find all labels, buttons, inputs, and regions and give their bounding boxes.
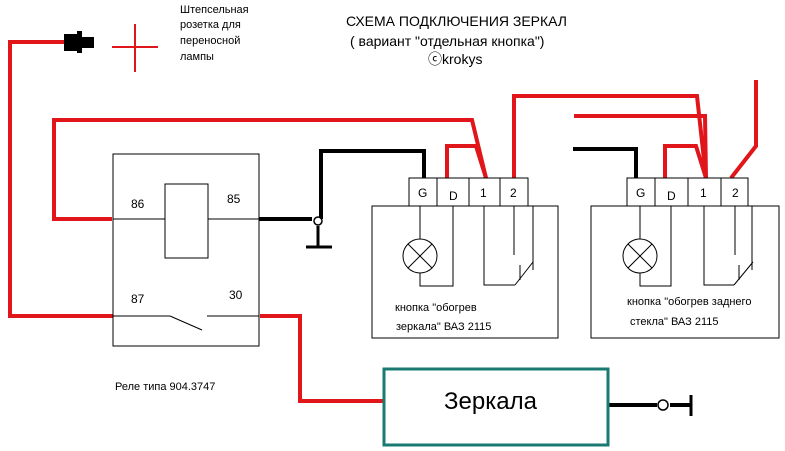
socket-note-line4: лампы: [180, 51, 214, 63]
switch-icon: [703, 206, 754, 286]
button-1-label-line1: кнопка "обогрев: [395, 302, 477, 314]
red-wires: [8, 40, 758, 403]
plus-sign-icon: [112, 24, 158, 72]
title-line1: СХЕМА ПОДКЛЮЧЕНИЯ ЗЕРКАЛ: [346, 13, 567, 29]
button-2-pin-d: D: [667, 189, 676, 203]
ground-icon: [657, 395, 693, 416]
copyright: ⓒkrokys: [428, 51, 482, 67]
button-1: G D 1 2 кнопка "обогрев зеркала" ВАЗ 211…: [371, 177, 559, 339]
button-2-label-line1: кнопка "обогрев заднего: [627, 296, 751, 308]
button-2-pin-1: 1: [700, 186, 707, 200]
button-2-pin-g: G: [636, 186, 645, 200]
socket-note-line1: Штепсельная: [180, 4, 249, 16]
switch-icon: [483, 206, 534, 286]
button-1-pin-g: G: [418, 186, 427, 200]
button-2: G D 1 2 кнопка "обогрев заднего стекла" …: [590, 177, 780, 339]
relay-contact: [113, 315, 259, 331]
button-1-pin-2: 2: [510, 186, 517, 200]
ground-icon: [306, 216, 332, 249]
black-wires: [259, 147, 690, 407]
button-1-label-line2: зеркала" ВАЗ 2115: [396, 321, 491, 333]
relay-pin-85: 85: [227, 192, 241, 206]
button-1-pin-1: 1: [480, 186, 487, 200]
title-line2: ( вариант "отдельная кнопка"): [350, 33, 544, 49]
lamp-icon: [622, 206, 672, 287]
relay: [112, 153, 260, 347]
button-1-pin-d: D: [449, 189, 458, 203]
relay-pin-87: 87: [131, 292, 145, 306]
relay-pin-86: 86: [131, 197, 145, 211]
button-2-label-line2: стекла" ВАЗ 2115: [630, 316, 719, 328]
mirrors-label: Зеркала: [444, 388, 538, 415]
relay-pin-30: 30: [229, 288, 243, 302]
plug-socket-icon: [64, 31, 94, 53]
relay-caption: Реле типа 904.3747: [115, 381, 215, 393]
button-2-pin-2: 2: [732, 186, 739, 200]
lamp-icon: [402, 206, 454, 287]
socket-note-line2: розетка для: [180, 19, 241, 31]
relay-coil: [164, 183, 209, 259]
socket-note-line3: переносной: [180, 35, 240, 47]
mirrors-box: Зеркала: [382, 367, 610, 447]
